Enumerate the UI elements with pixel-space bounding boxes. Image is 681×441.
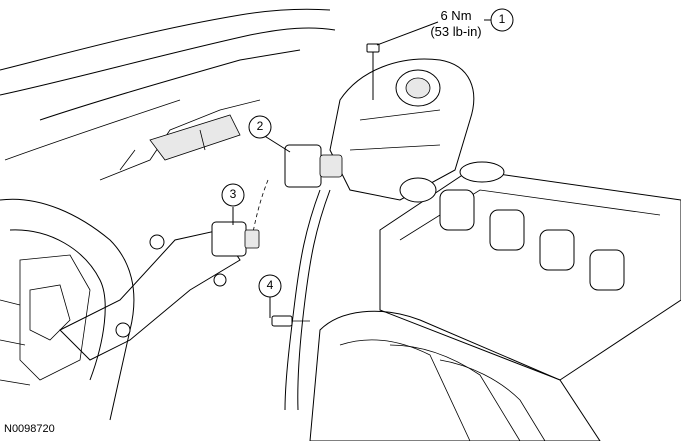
torque-imperial: (53 lb-in): [430, 24, 481, 39]
sensor-connector-2: [249, 144, 343, 249]
valve-cover: [379, 161, 681, 381]
callout-2: 2: [248, 115, 272, 139]
throttle-body-housing: [329, 58, 475, 201]
callout-4: 4: [258, 274, 282, 298]
callout-1: 1: [490, 8, 514, 32]
callout-1-number: 1: [499, 12, 506, 26]
ground-stud-4: [271, 315, 310, 327]
callout-2-number: 2: [257, 119, 264, 133]
callout-4-number: 4: [267, 278, 274, 292]
mounting-bracket: [59, 229, 241, 361]
figure-code: N0098720: [4, 423, 55, 435]
callout-3: 3: [221, 183, 245, 207]
sensor-connector-3: [211, 221, 260, 257]
wiring-harness: [284, 189, 331, 411]
torque-metric: 6 Nm: [440, 8, 471, 23]
intake-manifold: [309, 310, 601, 441]
headlamp-housing: [0, 198, 135, 421]
callout-3-number: 3: [230, 187, 237, 201]
fender-outline: [0, 8, 336, 181]
leader-lines: [232, 21, 439, 318]
bolt-1: [366, 43, 380, 100]
